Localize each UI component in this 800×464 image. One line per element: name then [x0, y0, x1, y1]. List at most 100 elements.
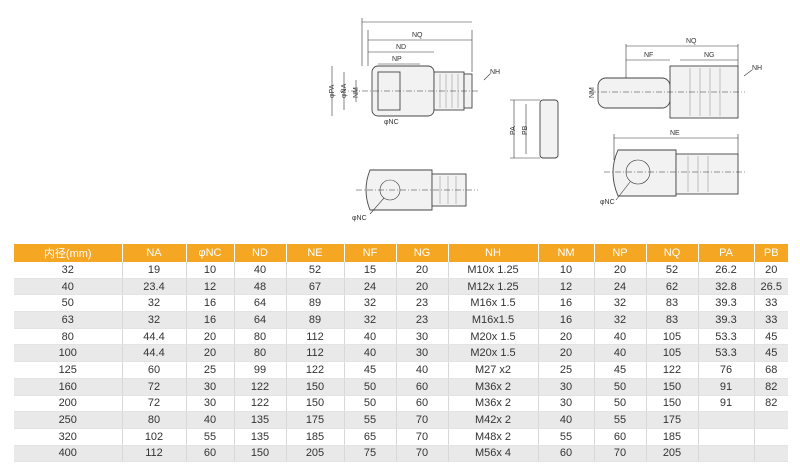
dim-np: NP	[392, 56, 402, 63]
table-cell: 53.3	[698, 328, 755, 346]
table-cell: 76	[698, 361, 755, 379]
table-cell: 44.4	[122, 344, 187, 363]
table-cell: 30	[396, 344, 449, 363]
table-cell: 32	[122, 294, 187, 313]
table-cell: 24	[594, 278, 647, 296]
dim2-nh: NH	[752, 65, 762, 72]
column-header: NF	[344, 244, 397, 262]
table-cell: 62	[646, 278, 699, 296]
table-cell: 55	[344, 411, 397, 429]
dim-pa: φPA	[329, 84, 336, 98]
dim-nc: φNC	[384, 119, 399, 126]
table-cell: 400	[14, 445, 123, 463]
dim4-nc: φNC	[352, 215, 367, 222]
dim-nm: NM	[353, 87, 360, 98]
technical-drawings: NQ ND NP NH φPA φNA NM φNC NQ NF NG NH N…	[329, 18, 762, 222]
table-cell: 23	[396, 294, 449, 313]
table-cell: 55	[538, 428, 595, 446]
table-cell: 122	[234, 395, 287, 413]
table-cell: 320	[14, 428, 123, 446]
table-cell: 20	[538, 328, 595, 346]
table-cell: 89	[286, 294, 345, 313]
rod-eye-view: NE φNC	[600, 130, 745, 206]
table-cell: 30	[186, 395, 235, 413]
dim-nd: ND	[396, 44, 406, 51]
table-cell: 50	[594, 378, 647, 396]
table-cell: M20x 1.5	[448, 344, 539, 363]
table-cell: 32	[344, 294, 397, 313]
table-cell: 185	[286, 428, 345, 446]
dim3-pa: PA	[510, 126, 517, 135]
table-cell: M16x1.5	[448, 311, 539, 329]
table-cell: 60	[122, 361, 187, 379]
table-cell: 25	[538, 361, 595, 379]
table-cell: 150	[286, 378, 345, 396]
table-cell: 100	[14, 344, 123, 363]
table-cell: 160	[14, 378, 123, 396]
table-cell	[698, 445, 755, 463]
table-cell: 89	[286, 311, 345, 329]
table-cell: 150	[234, 445, 287, 463]
table-cell: 40	[594, 328, 647, 346]
table-cell	[698, 411, 755, 429]
table-cell: 12	[186, 278, 235, 296]
table-cell: 205	[646, 445, 699, 463]
dim2-nm: NM	[589, 87, 596, 98]
dim2-nq: NQ	[686, 38, 697, 45]
table-cell: 60	[186, 445, 235, 463]
dim-na: φNA	[341, 83, 348, 98]
table-cell: 70	[396, 411, 449, 429]
column-header: ND	[234, 244, 287, 262]
table-cell: 125	[14, 361, 123, 379]
table-cell: 70	[396, 428, 449, 446]
dim2-ng: NG	[704, 52, 715, 59]
table-cell: 50	[344, 378, 397, 396]
table-cell: 150	[286, 395, 345, 413]
table-cell: 40	[594, 344, 647, 363]
clevis-top-view: φNC	[352, 169, 478, 222]
column-header: φNC	[186, 244, 235, 262]
table-cell: 83	[646, 311, 699, 329]
table-cell: 16	[186, 311, 235, 329]
table-cell: 40	[14, 278, 123, 296]
table-cell: 63	[14, 311, 123, 329]
dim-nq: NQ	[412, 32, 423, 39]
pin-view: PA PB	[510, 99, 559, 159]
table-cell: 250	[14, 411, 123, 429]
table-cell: 68	[754, 361, 788, 379]
table-cell: M27 x2	[448, 361, 539, 379]
column-header: NM	[538, 244, 595, 262]
table-cell: 10	[538, 262, 595, 279]
table-cell	[754, 411, 788, 429]
dim3-pb: PB	[522, 125, 529, 135]
table-cell: 53.3	[698, 344, 755, 363]
table-cell: 16	[538, 311, 595, 329]
table-cell: 24	[344, 278, 397, 296]
table-cell: 32	[594, 294, 647, 313]
column-header: NA	[122, 244, 187, 262]
table-cell: 175	[646, 411, 699, 429]
column-header: NP	[594, 244, 647, 262]
table-cell: 23	[396, 311, 449, 329]
table-cell: 82	[754, 395, 788, 413]
table-cell: 64	[234, 294, 287, 313]
table-cell: M16x 1.5	[448, 294, 539, 313]
table-cell: 67	[286, 278, 345, 296]
table-cell: 52	[646, 262, 699, 279]
table-cell: 45	[594, 361, 647, 379]
table-cell: 60	[396, 395, 449, 413]
table-cell	[754, 428, 788, 446]
table-cell: M42x 2	[448, 411, 539, 429]
column-header: NG	[396, 244, 449, 262]
table-cell: 16	[538, 294, 595, 313]
table-cell: 60	[396, 378, 449, 396]
column-header: PA	[698, 244, 755, 262]
table-cell: 40	[538, 411, 595, 429]
table-cell: 122	[646, 361, 699, 379]
